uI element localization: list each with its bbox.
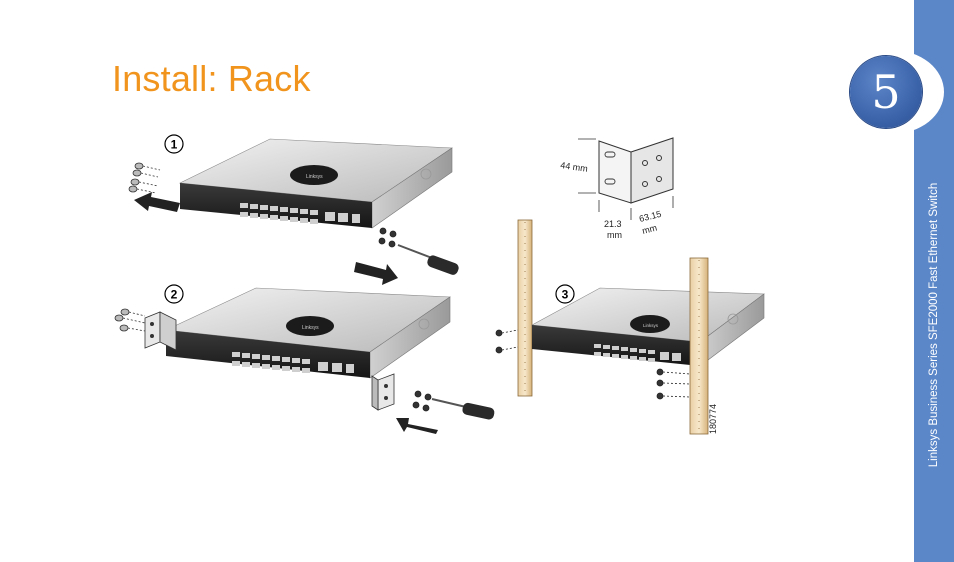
step2-number: 2 — [171, 288, 178, 302]
bracket-left-2 — [144, 311, 177, 351]
step2-group: 2 Linksys — [114, 284, 495, 434]
step-number-badge: 5 — [850, 56, 922, 128]
screwdriver-2 — [431, 398, 495, 420]
switch-2: Linksys — [164, 287, 451, 379]
arrow-left-1 — [134, 192, 180, 212]
dim-width-a-value: 21.3 — [604, 219, 622, 229]
step1-circle — [164, 134, 184, 154]
dim-width-b-value: 63.15 — [638, 209, 662, 224]
page-title: Install: Rack — [112, 58, 311, 99]
rack-rail-left — [517, 219, 533, 397]
svg-text:Linksys: Linksys — [302, 325, 319, 331]
rack-rail-right — [689, 257, 709, 435]
step1-group: 1 Linksys — [128, 134, 459, 285]
dim-width-b-unit: mm — [641, 223, 658, 236]
bracket-right-2 — [371, 373, 395, 411]
step2-circle — [164, 284, 184, 304]
step1-number: 1 — [171, 138, 178, 152]
step3-number: 3 — [562, 288, 569, 302]
step3-circle — [555, 284, 575, 304]
switch-1: Linksys — [178, 138, 453, 229]
svg-text:Linksys: Linksys — [306, 174, 323, 180]
screwdriver-1 — [397, 244, 459, 275]
arrow-right-1 — [354, 262, 398, 285]
arrow-left-2 — [396, 418, 438, 434]
figure-id: 180774 — [708, 404, 718, 434]
svg-text:Linksys: Linksys — [643, 323, 659, 328]
step3-group: 3 Linksys — [495, 219, 765, 435]
dim-width-a-unit: mm — [607, 230, 622, 240]
bracket-dimension-diagram: 44 mm 21.3 mm 63.15 mm — [560, 137, 674, 240]
dim-height-label: 44 mm — [560, 160, 589, 174]
